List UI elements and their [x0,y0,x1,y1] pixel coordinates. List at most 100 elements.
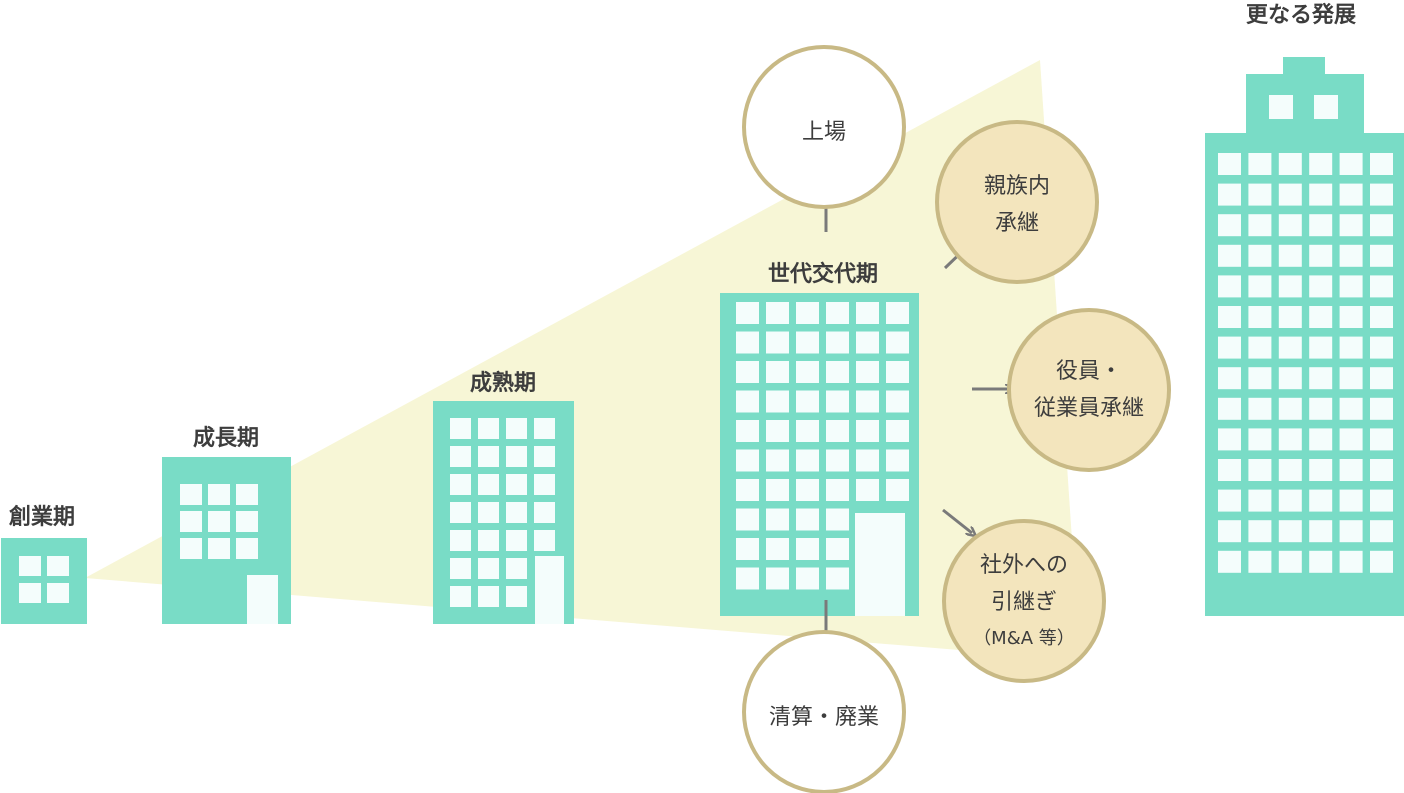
building-window [1339,244,1363,267]
building-window [1218,428,1241,451]
building-window [1370,367,1393,390]
building-window [534,418,555,439]
building-window [736,567,759,590]
building-window [1309,550,1333,573]
building-roof [1283,57,1325,77]
building-window [1339,306,1363,328]
building-window [1309,306,1333,328]
arrow-to-external [942,508,972,533]
building-window [1370,183,1393,206]
building-window [1278,397,1302,420]
building-window [1309,183,1333,206]
building-window [1339,183,1363,206]
building-window [506,474,527,495]
option-family-label-line2: 承継 [995,211,1039,236]
building-window [766,449,789,472]
option-liquidation-label: 清算・廃業 [769,705,879,730]
building-window [534,502,555,523]
building-window [208,538,230,559]
succession-building [720,293,919,616]
building-window [1370,153,1393,175]
building-window [1218,306,1241,328]
building-window [180,538,202,559]
building-window [534,530,555,551]
building-window [1218,183,1241,206]
building-window [236,484,258,505]
building-window [796,508,819,531]
building-window [796,567,819,590]
building-window [478,474,499,495]
building-window [1339,153,1363,175]
building-window [478,558,499,579]
building-door [247,575,278,624]
building-window [1218,459,1241,481]
stage-label-growth: 成長期 [193,426,259,451]
building-window [1309,428,1333,451]
building-window [450,586,471,607]
building-window [796,479,819,501]
building-window [1218,397,1241,420]
building-window [1370,306,1393,328]
building-window [1248,397,1272,420]
building-window [1278,214,1302,237]
building-window [1370,336,1393,359]
building-window [856,390,879,413]
building-window [450,446,471,467]
building-window [506,502,527,523]
building-window [826,538,849,560]
building-window [506,586,527,607]
building-window [1370,275,1393,298]
building-window [180,484,202,505]
building-window [478,418,499,439]
option-liquidation-circle [742,630,906,793]
building-window [1278,489,1302,512]
building-window [766,479,789,501]
building-window [506,530,527,551]
building-window [1218,214,1241,237]
building-window [1278,306,1302,328]
building-door [855,513,905,616]
building-window [1248,275,1272,298]
building-window [766,390,789,413]
option-ipo-label: 上場 [802,120,846,145]
building-window [1218,367,1241,390]
building-window [1339,214,1363,237]
building-window [1248,336,1272,359]
further-building [1205,57,1404,616]
building-window [1278,275,1302,298]
building-window [1339,550,1363,573]
building-window [1370,459,1393,481]
building-window [736,449,759,472]
building-window [1248,459,1272,481]
building-window [450,418,471,439]
building-window [736,420,759,442]
building-window [1314,95,1338,119]
building-window [886,361,909,383]
building-window [796,361,819,383]
building-window [1309,367,1333,390]
building-window [478,502,499,523]
building-window [534,474,555,495]
building-window [856,449,879,472]
building-window [1248,428,1272,451]
option-employee-label-line1: 役員・ [1056,359,1122,384]
building-window [1309,244,1333,267]
building-window [826,420,849,442]
option-external-label-line2: 引継ぎ [991,590,1057,615]
building-window [1309,459,1333,481]
building-window [208,511,230,532]
option-ipo-circle [742,45,906,209]
building-window [736,361,759,383]
building-window [826,508,849,531]
building-window [1309,397,1333,420]
building-window [766,538,789,560]
building-window [506,418,527,439]
building-window [766,508,789,531]
building-window [1248,214,1272,237]
building-window [450,474,471,495]
building-window [736,479,759,501]
option-employee-label-line2: 従業員承継 [1034,396,1144,421]
building-window [1370,244,1393,267]
founding-building [1,538,87,624]
building-window [1218,520,1241,543]
